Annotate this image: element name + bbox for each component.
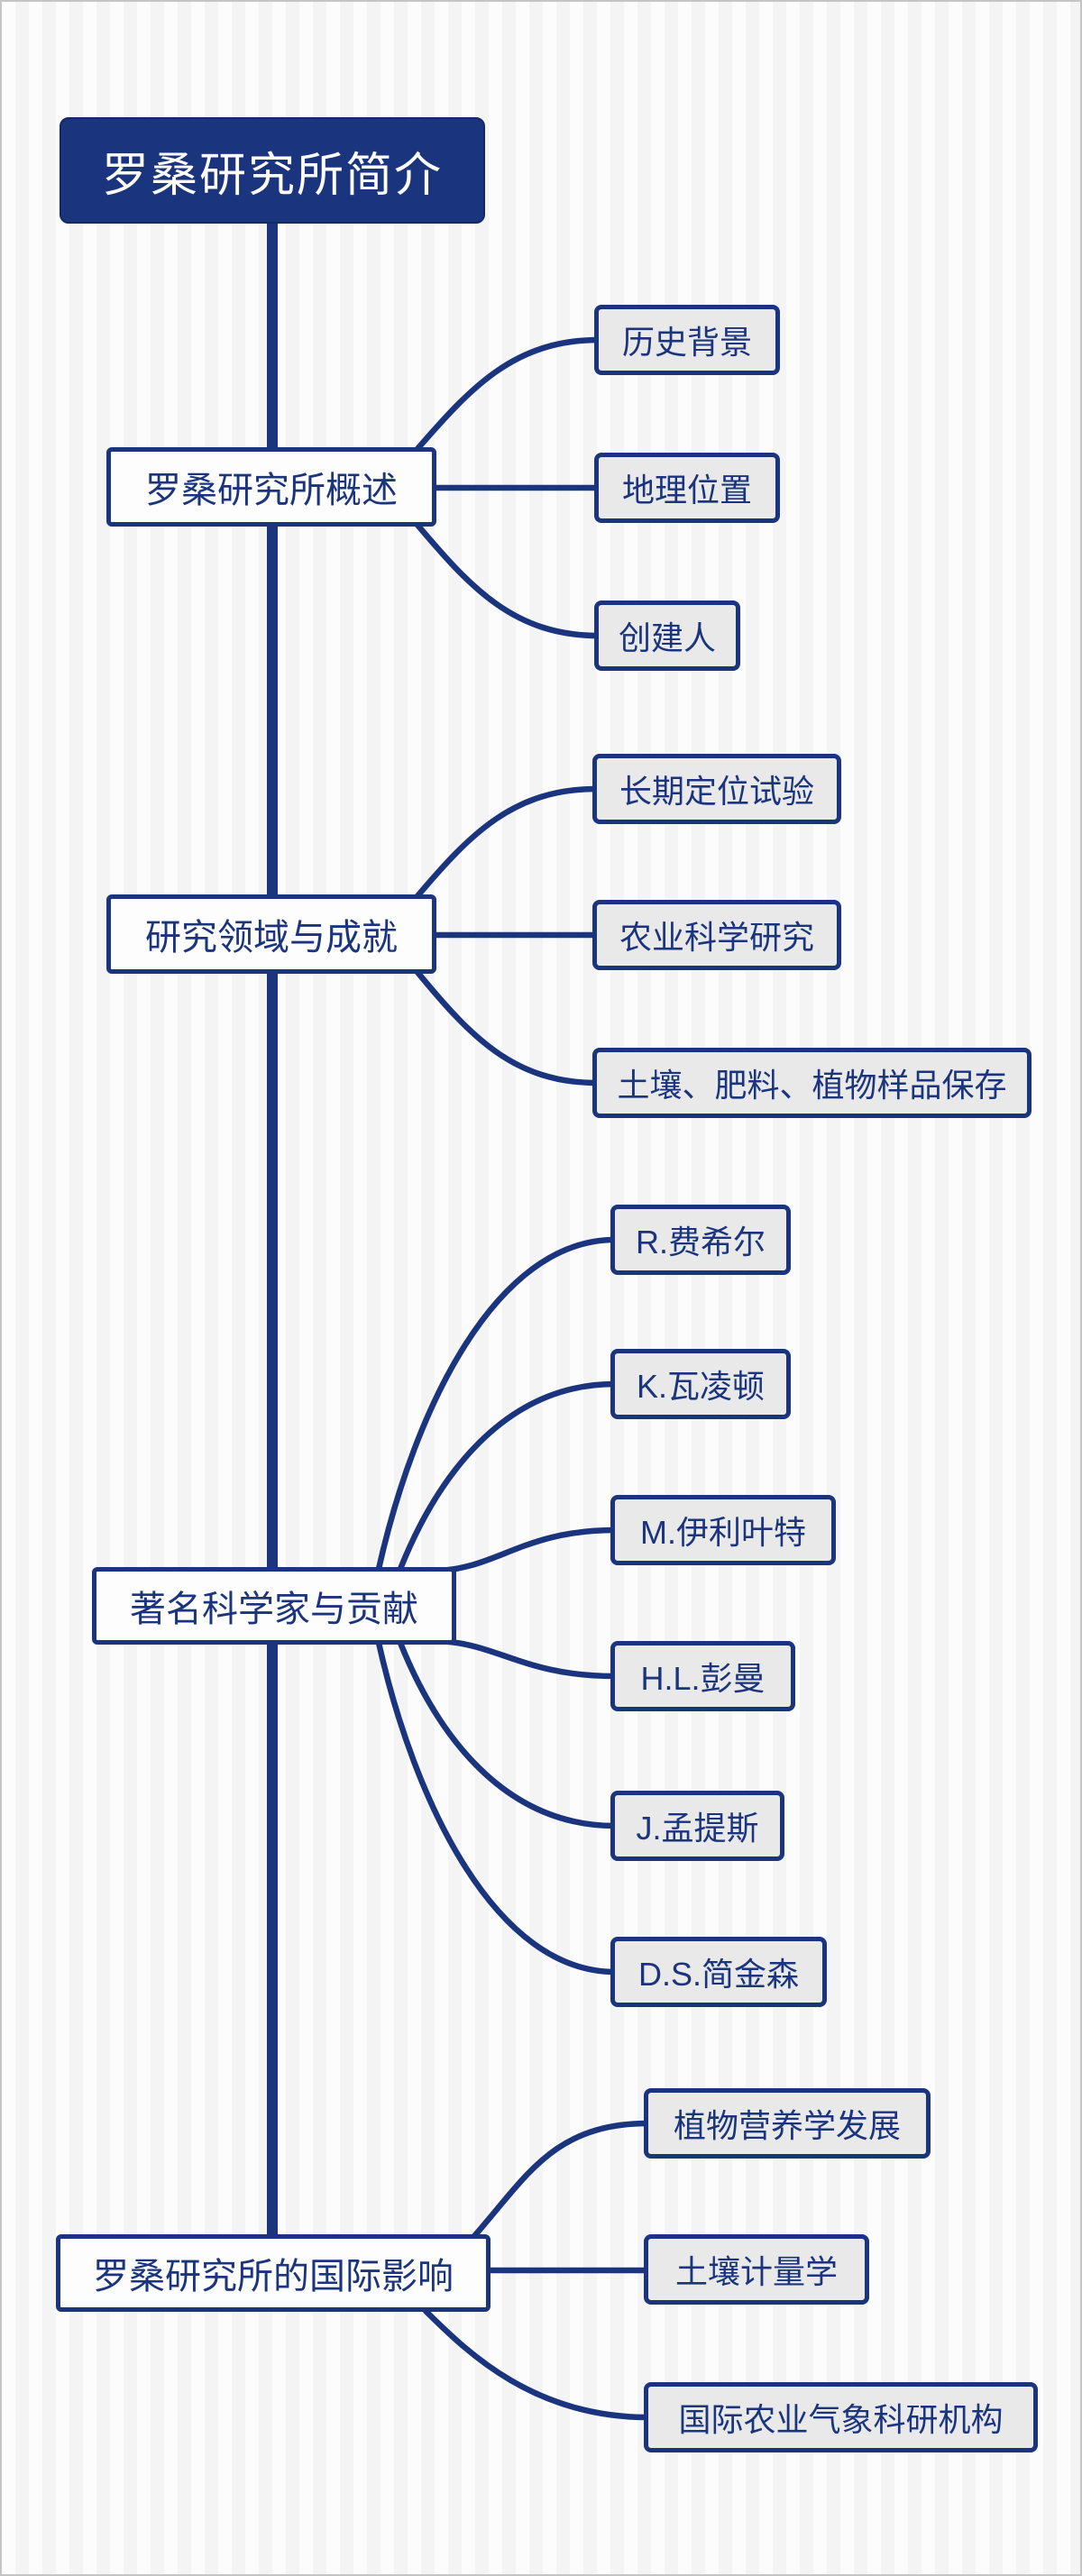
leaf-topic-k-warington[interactable]: K.瓦凌顿 <box>610 1349 791 1419</box>
connector <box>413 336 602 454</box>
leaf-topic-label: J.孟提斯 <box>636 1810 759 1847</box>
connector <box>375 1236 619 1572</box>
leaf-topic-label: 农业科学研究 <box>619 919 814 956</box>
leaf-topic-label: 土壤计量学 <box>674 2253 838 2290</box>
connector <box>429 1637 619 1680</box>
branch-topic-research-fields-achievements[interactable]: 研究领域与成就 <box>106 894 436 974</box>
connector <box>413 967 601 1086</box>
leaf-topic-label: R.费希尔 <box>635 1224 766 1260</box>
branch-topic-label: 著名科学家与贡献 <box>130 1590 418 1629</box>
branch-topic-overview[interactable]: 罗桑研究所概述 <box>106 447 436 527</box>
connector <box>471 2120 652 2240</box>
leaf-topic-international-agrometeorology-institutions[interactable]: 国际农业气象科研机构 <box>644 2382 1038 2452</box>
leaf-topic-label: 地理位置 <box>621 472 752 509</box>
leaf-topic-label: 创建人 <box>618 619 716 656</box>
branch-topic-famous-scientists-contributions[interactable]: 著名科学家与贡献 <box>92 1567 456 1645</box>
leaf-topic-j-monteith[interactable]: J.孟提斯 <box>610 1791 784 1861</box>
leaf-topic-label: H.L.彭曼 <box>640 1660 766 1697</box>
leaf-topic-label: 历史背景 <box>621 324 752 361</box>
leaf-topic-founders[interactable]: 创建人 <box>594 600 740 671</box>
leaf-topic-d-s-jenkinson[interactable]: D.S.简金森 <box>610 1937 827 2007</box>
leaf-topic-plant-nutrition-development[interactable]: 植物营养学发展 <box>644 2088 931 2159</box>
connector <box>413 520 602 639</box>
leaf-topic-label: 植物营养学发展 <box>673 2107 901 2144</box>
leaf-topic-sample-preservation[interactable]: 土壤、肥料、植物样品保存 <box>592 1048 1032 1118</box>
connector <box>422 2307 652 2421</box>
branch-topic-international-influence[interactable]: 罗桑研究所的国际影响 <box>56 2234 491 2312</box>
leaf-topic-label: 土壤、肥料、植物样品保存 <box>617 1067 1007 1104</box>
leaf-topic-h-l-penman[interactable]: H.L.彭曼 <box>610 1641 795 1711</box>
leaf-topic-label: M.伊利叶特 <box>640 1514 806 1551</box>
branch-topic-label: 罗桑研究所概述 <box>145 471 398 510</box>
branch-topic-label: 研究领域与成就 <box>145 918 398 958</box>
leaf-topic-label: 国际农业气象科研机构 <box>678 2401 1004 2438</box>
branch-topic-label: 罗桑研究所的国际影响 <box>93 2257 454 2296</box>
connector <box>375 1639 619 1976</box>
connector <box>397 1639 619 1829</box>
connector <box>397 1380 619 1572</box>
leaf-topic-m-elliott[interactable]: M.伊利叶特 <box>610 1495 836 1565</box>
leaf-topic-geographic-location[interactable]: 地理位置 <box>594 453 780 523</box>
trunk-line <box>267 220 278 2236</box>
leaf-topic-history-background[interactable]: 历史背景 <box>594 305 780 375</box>
leaf-topic-label: D.S.简金森 <box>637 1956 799 1993</box>
root-topic-label: 罗桑研究所简介 <box>101 149 443 202</box>
connector <box>413 785 601 901</box>
leaf-topic-label: 长期定位试验 <box>619 773 814 810</box>
leaf-topic-r-fisher[interactable]: R.费希尔 <box>610 1205 791 1275</box>
connector <box>429 1526 619 1574</box>
leaf-topic-long-term-experiments[interactable]: 长期定位试验 <box>592 754 841 824</box>
leaf-topic-soil-metrics[interactable]: 土壤计量学 <box>644 2234 869 2305</box>
leaf-topic-label: K.瓦凌顿 <box>636 1368 765 1405</box>
leaf-topic-agricultural-science-research[interactable]: 农业科学研究 <box>592 900 841 970</box>
root-topic[interactable]: 罗桑研究所简介 <box>60 117 485 224</box>
